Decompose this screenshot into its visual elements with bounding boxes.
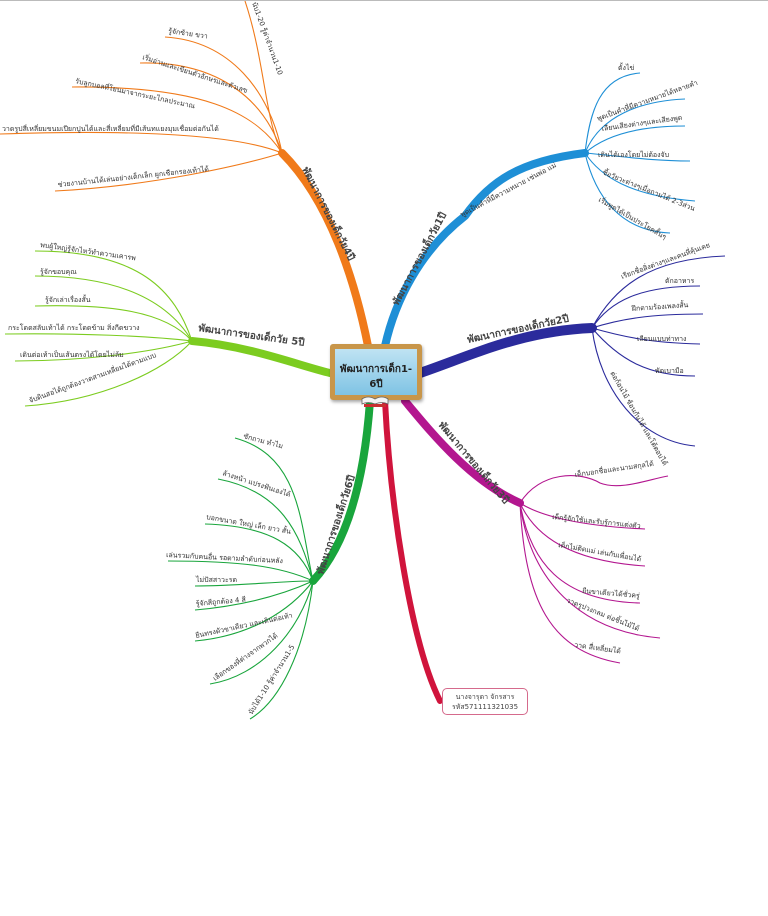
author-name: นางจารุดา จักรสาร (455, 693, 515, 701)
leaf-line (217, 478, 314, 582)
author-branch-line (382, 398, 443, 704)
leaf-topic[interactable]: ล้างหน้า แปรงฟันเองได้ (221, 468, 291, 499)
central-topic-title: พัฒนาการเด็ก1-6ปี (339, 364, 413, 390)
leaf-line (591, 327, 701, 345)
leaf-line (584, 152, 696, 202)
leaf-topic[interactable]: เดินได้เองโดยไม่ต้องจับ (598, 150, 669, 159)
leaf-topic[interactable]: บอกขนาด ใหญ่ เล็ก ยาว สั้น (206, 510, 293, 536)
leaf-topic[interactable]: ตักอาหาร (665, 277, 694, 285)
leaf-line (209, 580, 314, 685)
leaf-topic[interactable]: เรียกชื่อสิ่งต่างๆและคนที่คุ้นเคย (620, 240, 711, 281)
branch-sublabel[interactable]: พูดเป็นคำที่มีความหมาย เช่นพ่อ แม่ (459, 160, 558, 218)
leaf-topic[interactable]: รู้จักเล่าเรื่องสั้น (45, 293, 91, 304)
branch-label[interactable]: พัฒนาการของเด็กวัย3ปี (436, 418, 513, 506)
leaf-line (4, 333, 193, 342)
leaf-line (584, 152, 691, 162)
branch-label[interactable]: พัฒนาการของเด็กวัย4ปี (299, 164, 359, 263)
author-code: รหัส571111321035 (451, 703, 519, 711)
branch-line (401, 397, 524, 507)
leaf-topic[interactable]: เด็กรู้จักใช้และรับรู้การแต่งตัว (552, 512, 641, 530)
leaf-topic[interactable]: ช่วยงานบ้านได้เล่นอย่างเด็กเล็ก ผูกเชือก… (57, 164, 209, 189)
leaf-line (204, 523, 314, 582)
leaf-topic[interactable]: เด็กบอกชื่อและนามสกุลได้ (574, 459, 654, 479)
leaf-line (167, 560, 314, 582)
author-box[interactable]: นางจารุดา จักรสาร รหัส571111321035 (442, 688, 528, 715)
leaf-line (584, 72, 641, 154)
leaf-line (519, 502, 646, 530)
leaf-line (34, 305, 193, 342)
leaf-topic[interactable]: รู้จักซ้าย ขวา (168, 27, 209, 40)
leaf-line (519, 502, 661, 639)
branch-label[interactable]: พัฒนาการของเด็กวัย1ปี (388, 209, 449, 307)
leaf-line (249, 580, 314, 720)
branch-line (188, 337, 334, 377)
leaf-line (519, 475, 669, 504)
branch-age4: นับ1-20 รู้ค่าจำนวน1-10รู้จักซ้าย ขวาเริ… (0, 1, 372, 350)
leaf-line (24, 340, 193, 407)
leaf-topic[interactable]: ฝึกตามร้องเพลงสั้น (631, 298, 689, 313)
leaf-topic[interactable]: วาดรูปวงกลม ต่อชิ้นไม้ได้ (565, 594, 641, 633)
leaf-line (591, 255, 726, 329)
leaf-line (139, 62, 283, 154)
central-topic[interactable]: พัฒนาการเด็ก1-6ปี (330, 344, 422, 400)
branch-label[interactable]: พัฒนาการของเด็กวัย6ปี (313, 473, 358, 576)
leaf-line (71, 86, 283, 154)
leaf-topic[interactable]: ซักถาม ทำไม (242, 431, 284, 450)
book-icon (361, 396, 389, 407)
leaf-line (194, 580, 314, 642)
leaf-line (584, 98, 686, 154)
leaf-topic[interactable]: รู้จักขอบคุณ (40, 268, 77, 276)
leaf-line (519, 502, 621, 664)
branch-line (381, 149, 589, 350)
leaf-line (519, 502, 641, 604)
leaf-topic[interactable]: ต่อก้อนไม้ ซ้อนกันได้ และโต้ตอบได้ (608, 370, 670, 468)
leaf-line (591, 285, 701, 329)
leaf-topic[interactable]: ยืนขาเดียวได้ชั่วครู่ (582, 586, 641, 600)
branch-line (278, 149, 372, 350)
leaf-line (234, 437, 314, 582)
leaf-topic[interactable]: รับลูกบอลที่โยนมาจากระยะไกลประมาณ (75, 76, 197, 110)
leaf-topic[interactable]: ไม่ปัสสาวะรด (195, 575, 237, 584)
leaf-line (34, 250, 193, 342)
branch-age2: เรียกชื่อสิ่งต่างๆและคนที่คุ้นเคยตักอาหา… (415, 240, 726, 468)
leaf-line (0, 131, 283, 154)
leaf-topic[interactable]: เดินต่อเท้าเป็นเส้นตรงได้โดยไม่ล้ม (20, 350, 124, 359)
leaf-topic[interactable]: วาด สี่เหลี่ยมได้ (574, 640, 622, 655)
leaf-line (591, 327, 696, 447)
leaf-topic[interactable]: เลียนแบบท่าทาง (637, 335, 686, 343)
leaf-line (591, 327, 696, 377)
leaf-topic[interactable]: ตั้งไข่ (618, 61, 634, 72)
branch-age5: พบผู้ใหญ่รู้จักไหว้ทำความเคารพรู้จักขอบค… (4, 240, 334, 407)
leaf-topic[interactable]: เริ่มพูดได้เป็นประโยคสั้นๆ (597, 193, 669, 241)
leaf-topic[interactable]: กระโดดสลับเท้าได้ กระโดดข้าม สิ่งกีดขวาง (8, 323, 140, 332)
leaf-line (164, 36, 283, 154)
branch-line (309, 397, 374, 585)
leaf-line (194, 580, 314, 611)
leaf-topic[interactable]: วาดรูปสี่เหลี่ยมขนมเปียกปูนได้และสี่เหลี… (2, 124, 219, 133)
leaf-line (591, 313, 704, 329)
leaf-topic[interactable]: เริ่มอ่านและเขียนตัวอักษรและตัวเลข (141, 52, 249, 95)
leaf-line (584, 125, 686, 154)
leaf-topic[interactable]: พัดเบามือ (655, 367, 684, 375)
leaf-line (34, 275, 193, 342)
branch-age3: เด็กบอกชื่อและนามสกุลได้เด็กรู้จักใช้และ… (401, 397, 669, 664)
leaf-line (519, 502, 646, 567)
leaf-topic[interactable]: รู้จักสีถูกต้อง 4 สี (195, 596, 246, 608)
branch-line (415, 323, 597, 378)
leaf-line (194, 580, 314, 587)
leaf-topic[interactable]: ยืนทรงตัวขาเดียว และเดินต่อเท้า (195, 612, 294, 640)
leaf-line (584, 152, 671, 234)
leaf-line (54, 152, 283, 192)
leaf-line (14, 340, 193, 362)
